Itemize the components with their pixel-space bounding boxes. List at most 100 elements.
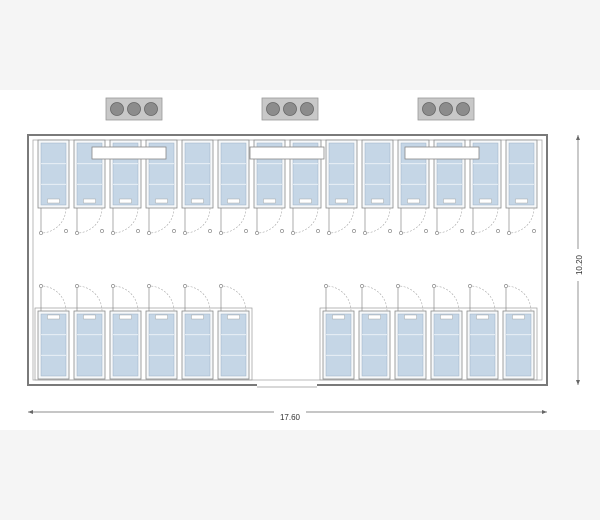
door-tag — [191, 314, 204, 320]
dimension-lines: 17.60 10.20 — [28, 135, 584, 422]
door-group-frame — [34, 307, 253, 381]
door-glass — [220, 142, 247, 206]
door-tag — [83, 198, 96, 204]
condenser-unit — [261, 97, 319, 121]
hinge-icon — [208, 229, 212, 233]
cooler-door — [109, 284, 142, 380]
hinge-icon — [75, 284, 79, 288]
hinge-icon — [399, 231, 403, 235]
door-tag — [443, 198, 456, 204]
cooler-door — [430, 284, 463, 380]
door-tag — [335, 198, 348, 204]
hinge-icon — [147, 284, 151, 288]
cooler-door — [466, 284, 499, 380]
door-glass — [361, 313, 388, 377]
hinge-icon — [39, 231, 43, 235]
bottom-left-door-group — [34, 284, 253, 381]
door-swing-arc — [505, 285, 532, 312]
door-glass — [364, 142, 391, 206]
hinge-icon — [183, 284, 187, 288]
hinge-icon — [111, 231, 115, 235]
arrowhead-icon — [28, 410, 33, 414]
door-swing-arc — [184, 285, 211, 312]
cold-room-floor-plan: 17.60 10.20 — [27, 97, 584, 422]
bottom-right-door-group — [319, 284, 538, 381]
door-swing-arc — [76, 285, 103, 312]
door-swing-arc — [325, 285, 352, 312]
hinge-icon — [363, 231, 367, 235]
fan-icon — [456, 102, 470, 116]
door-tag — [83, 314, 96, 320]
door-swing-arc — [472, 207, 499, 234]
door-glass — [184, 313, 211, 377]
hinge-icon — [432, 284, 436, 288]
hinge-icon — [388, 229, 392, 233]
fan-icon — [110, 102, 124, 116]
door-swing-arc — [292, 207, 319, 234]
fan-icon — [422, 102, 436, 116]
door-glass — [505, 313, 532, 377]
door-swing-arc — [433, 285, 460, 312]
door-swing-arc — [40, 285, 67, 312]
hinge-icon — [327, 231, 331, 235]
cooler-door — [394, 284, 427, 380]
door-swing-arc — [112, 207, 139, 234]
cooler-door — [73, 284, 106, 380]
hinge-icon — [219, 231, 223, 235]
door-tag — [407, 198, 420, 204]
hinge-icon — [100, 229, 104, 233]
door-tag — [479, 198, 492, 204]
door-glass — [76, 313, 103, 377]
door-swing-arc — [256, 207, 283, 234]
cooler-door — [181, 139, 214, 235]
hinge-icon — [352, 229, 356, 233]
door-glass — [508, 142, 535, 206]
width-dimension-label: 17.60 — [280, 413, 301, 422]
fan-icon — [439, 102, 453, 116]
door-tag — [155, 198, 168, 204]
hinge-icon — [324, 284, 328, 288]
hinge-icon — [504, 284, 508, 288]
door-glass — [433, 313, 460, 377]
cooler-door — [37, 284, 70, 380]
hinge-icon — [75, 231, 79, 235]
door-tag — [404, 314, 417, 320]
door-swing-arc — [436, 207, 463, 234]
door-tag — [332, 314, 345, 320]
hinge-icon — [280, 229, 284, 233]
door-glass — [184, 142, 211, 206]
door-swing-arc — [220, 285, 247, 312]
height-dimension-label: 10.20 — [575, 254, 584, 275]
cooler-door — [322, 284, 355, 380]
hinge-icon — [172, 229, 176, 233]
hinge-icon — [219, 284, 223, 288]
hinge-icon — [460, 229, 464, 233]
door-tag — [476, 314, 489, 320]
hinge-icon — [496, 229, 500, 233]
door-swing-arc — [184, 207, 211, 234]
hinge-icon — [64, 229, 68, 233]
hinge-icon — [471, 231, 475, 235]
door-swing-arc — [220, 207, 247, 234]
door-glass — [148, 313, 175, 377]
cooler-door — [325, 139, 358, 235]
condenser-unit — [105, 97, 163, 121]
arrowhead-icon — [542, 410, 547, 414]
door-glass — [469, 313, 496, 377]
cooler-door — [181, 284, 214, 380]
fan-icon — [144, 102, 158, 116]
door-swing-arc — [328, 207, 355, 234]
cooler-door — [505, 139, 538, 235]
hinge-icon — [360, 284, 364, 288]
door-tag — [515, 198, 528, 204]
fan-icon — [283, 102, 297, 116]
door-swing-arc — [397, 285, 424, 312]
fan-icon — [266, 102, 280, 116]
door-glass — [397, 313, 424, 377]
hinge-icon — [468, 284, 472, 288]
door-swing-arc — [40, 207, 67, 234]
hinge-icon — [396, 284, 400, 288]
hinge-icon — [147, 231, 151, 235]
hinge-icon — [532, 229, 536, 233]
hinge-icon — [136, 229, 140, 233]
